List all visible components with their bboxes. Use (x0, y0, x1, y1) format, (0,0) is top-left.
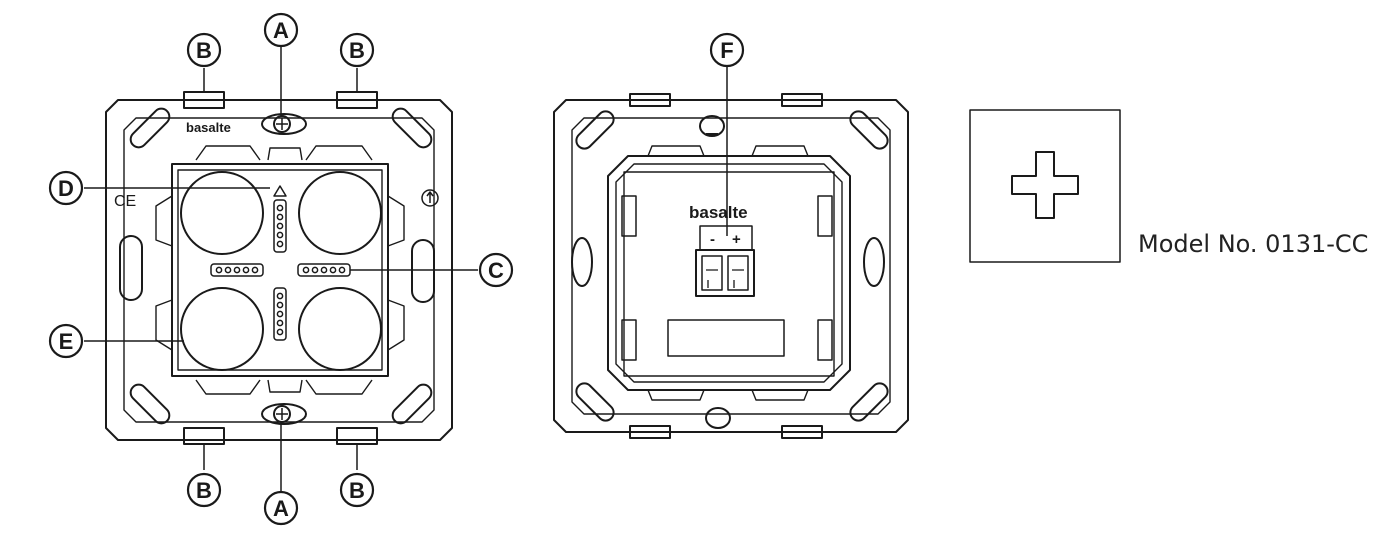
screw-top (273, 115, 291, 133)
teeth-bottom (195, 379, 373, 395)
clip-bottom-left (183, 427, 225, 445)
up-arrow-icon (421, 189, 439, 207)
slot-top-left (129, 107, 171, 149)
back-slot-bottom-left (575, 382, 615, 422)
module-housing (607, 155, 851, 391)
back-slot-bottom-right (849, 382, 889, 422)
label-area (667, 319, 785, 357)
back-slot-top-left (575, 110, 615, 150)
front-view-unit: basalte CE (48, 12, 514, 526)
slot-top-right (391, 107, 433, 149)
brand-label-back: basalte (689, 203, 748, 222)
latch-right-top (817, 195, 833, 237)
callout-b-bottom-left: B (186, 472, 222, 508)
svg-text:B: B (349, 478, 365, 503)
terminal-connector (695, 249, 755, 297)
callout-f: F (709, 32, 745, 68)
mounting-frame-inner-front (123, 117, 435, 423)
plus-icon (1011, 151, 1079, 219)
svg-text:B: B (196, 478, 212, 503)
svg-text:A: A (273, 496, 289, 521)
slot-right (411, 239, 435, 303)
terminal-socket-detail (706, 269, 744, 288)
callout-a-top: A (263, 12, 299, 48)
led-strip-top (273, 199, 287, 253)
callout-b-top-right: B (339, 32, 375, 68)
module-housing-inner (615, 163, 843, 383)
mounting-frame-inner-back (571, 117, 891, 415)
svg-text:D: D (58, 176, 74, 201)
keyhole-left (571, 237, 593, 287)
led-strip-bottom (273, 287, 287, 341)
screw-cross-top (276, 118, 288, 130)
svg-text:A: A (273, 18, 289, 43)
button-bottom-left (180, 287, 264, 371)
clip-bottom-right (336, 427, 378, 445)
latch-right-bottom (817, 319, 833, 361)
callout-b-top-left: B (186, 32, 222, 68)
latch-left-bottom (621, 319, 637, 361)
keyhole-top (699, 115, 725, 137)
terminal-block (699, 225, 753, 251)
button-top-left (180, 171, 264, 255)
terminal-socket-plus (727, 255, 749, 291)
mounting-frame-front (105, 99, 453, 441)
latch-left-top (621, 195, 637, 237)
back-clip-top-left (629, 93, 671, 107)
callout-d: D (48, 170, 84, 206)
brand-label-front: basalte (186, 120, 231, 135)
model-panel (969, 109, 1121, 263)
module-back-plate (623, 171, 835, 377)
terminal-socket-minus (701, 255, 723, 291)
callout-b-bottom-right: B (339, 472, 375, 508)
teeth-top (195, 145, 373, 161)
mounting-frame-back (553, 99, 909, 433)
led-strip-left (210, 263, 264, 277)
callout-e: E (48, 323, 84, 359)
back-teeth-top (647, 145, 809, 157)
slot-bottom-right (391, 383, 433, 425)
slot-bottom-left (129, 383, 171, 425)
triangle-indicator (273, 185, 287, 197)
led-strip-right (297, 263, 351, 277)
back-view-unit: basalte - + F (553, 32, 909, 439)
svg-text:B: B (349, 38, 365, 63)
back-clip-top-right (781, 93, 823, 107)
back-clip-bottom-left (629, 425, 671, 439)
model-number: Model No. 0131-CC (1138, 230, 1369, 258)
screw-cross-bottom (276, 408, 288, 420)
back-teeth-bottom (647, 389, 809, 401)
svg-text:B: B (196, 38, 212, 63)
teeth-left (155, 195, 173, 351)
screw-slot-top (261, 113, 307, 135)
button-top-right (298, 171, 382, 255)
screw-slot-bottom (261, 403, 307, 425)
back-slot-top-right (849, 110, 889, 150)
up-arrow-shape (426, 191, 434, 203)
svg-text:E: E (59, 329, 74, 354)
svg-text:F: F (720, 38, 733, 63)
screw-bottom (273, 405, 291, 423)
back-clip-bottom-right (781, 425, 823, 439)
teeth-right (387, 195, 405, 351)
terminal-plus: + (732, 231, 741, 248)
keyhole-bottom (705, 407, 731, 429)
slot-left (119, 235, 143, 301)
button-bottom-right (298, 287, 382, 371)
terminal-minus: - (710, 231, 715, 248)
svg-text:C: C (488, 258, 504, 283)
callout-a-bottom: A (263, 490, 299, 526)
model-box (969, 109, 1121, 263)
callout-c: C (478, 252, 514, 288)
ce-mark: CE (114, 193, 136, 210)
keyhole-right (863, 237, 885, 287)
